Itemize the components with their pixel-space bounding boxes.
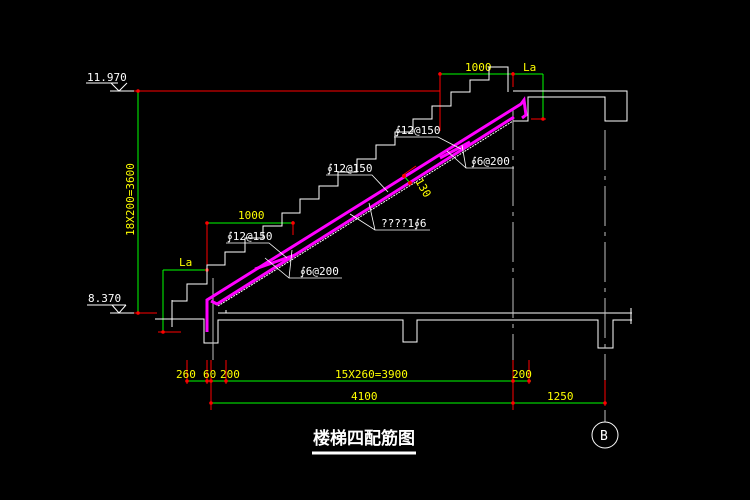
top-anchor-label: La — [523, 61, 536, 74]
stair-outline — [155, 66, 632, 349]
drawing-title-text: 楼梯四配筋图 — [313, 428, 415, 449]
rebar-label-top-upper: ∮12@150 — [395, 124, 440, 137]
rebar — [205, 96, 528, 332]
rebar-annotations — [226, 136, 514, 279]
axis-label: B — [600, 429, 608, 444]
dim-260: 260 — [176, 368, 196, 381]
rebar-label-bottom-distribution: ∮6@200 — [300, 265, 339, 278]
bottom-length-label: 1000 — [238, 209, 265, 222]
dim-4100: 4100 — [351, 390, 378, 403]
top-length-label: 1000 — [465, 61, 492, 74]
top-dimension: 1000 La — [438, 61, 546, 131]
elevation-marker-bottom: 8.370 — [87, 292, 138, 314]
rebar-label-bottom-upper: ∮12@150 — [227, 230, 272, 243]
rebar-label-top-distribution: ∮6@200 — [471, 155, 510, 168]
dim-60: 60 — [203, 368, 216, 381]
elevation-top-label: 11.970 — [87, 71, 127, 84]
bottom-left-dimension: 1000 La — [158, 209, 295, 334]
vertical-dimension-label: 18X200=3600 — [124, 163, 137, 236]
dim-1250: 1250 — [547, 390, 574, 403]
elevation-marker-top: 11.970 — [86, 71, 134, 92]
dim-200-right: 200 — [512, 368, 532, 381]
horizontal-dimensions: 260 60 200 15X260=3900 200 4100 1250 — [176, 360, 607, 410]
dim-200-left: 200 — [220, 368, 240, 381]
drawing-title: 楼梯四配筋图 — [312, 428, 416, 455]
dim-tread-total: 15X260=3900 — [335, 368, 408, 381]
rebar-label-bottom-main: ????1∮6 — [381, 217, 426, 230]
axis-bubble: B — [591, 415, 619, 449]
vertical-dimension: 18X200=3600 — [124, 89, 440, 315]
bottom-anchor-label: La — [179, 256, 192, 269]
centerlines — [212, 110, 606, 420]
slab-thickness-label: 130 — [412, 176, 433, 200]
elevation-bottom-label: 8.370 — [88, 292, 121, 305]
rebar-label-mid-upper: ∮12@150 — [327, 162, 372, 175]
